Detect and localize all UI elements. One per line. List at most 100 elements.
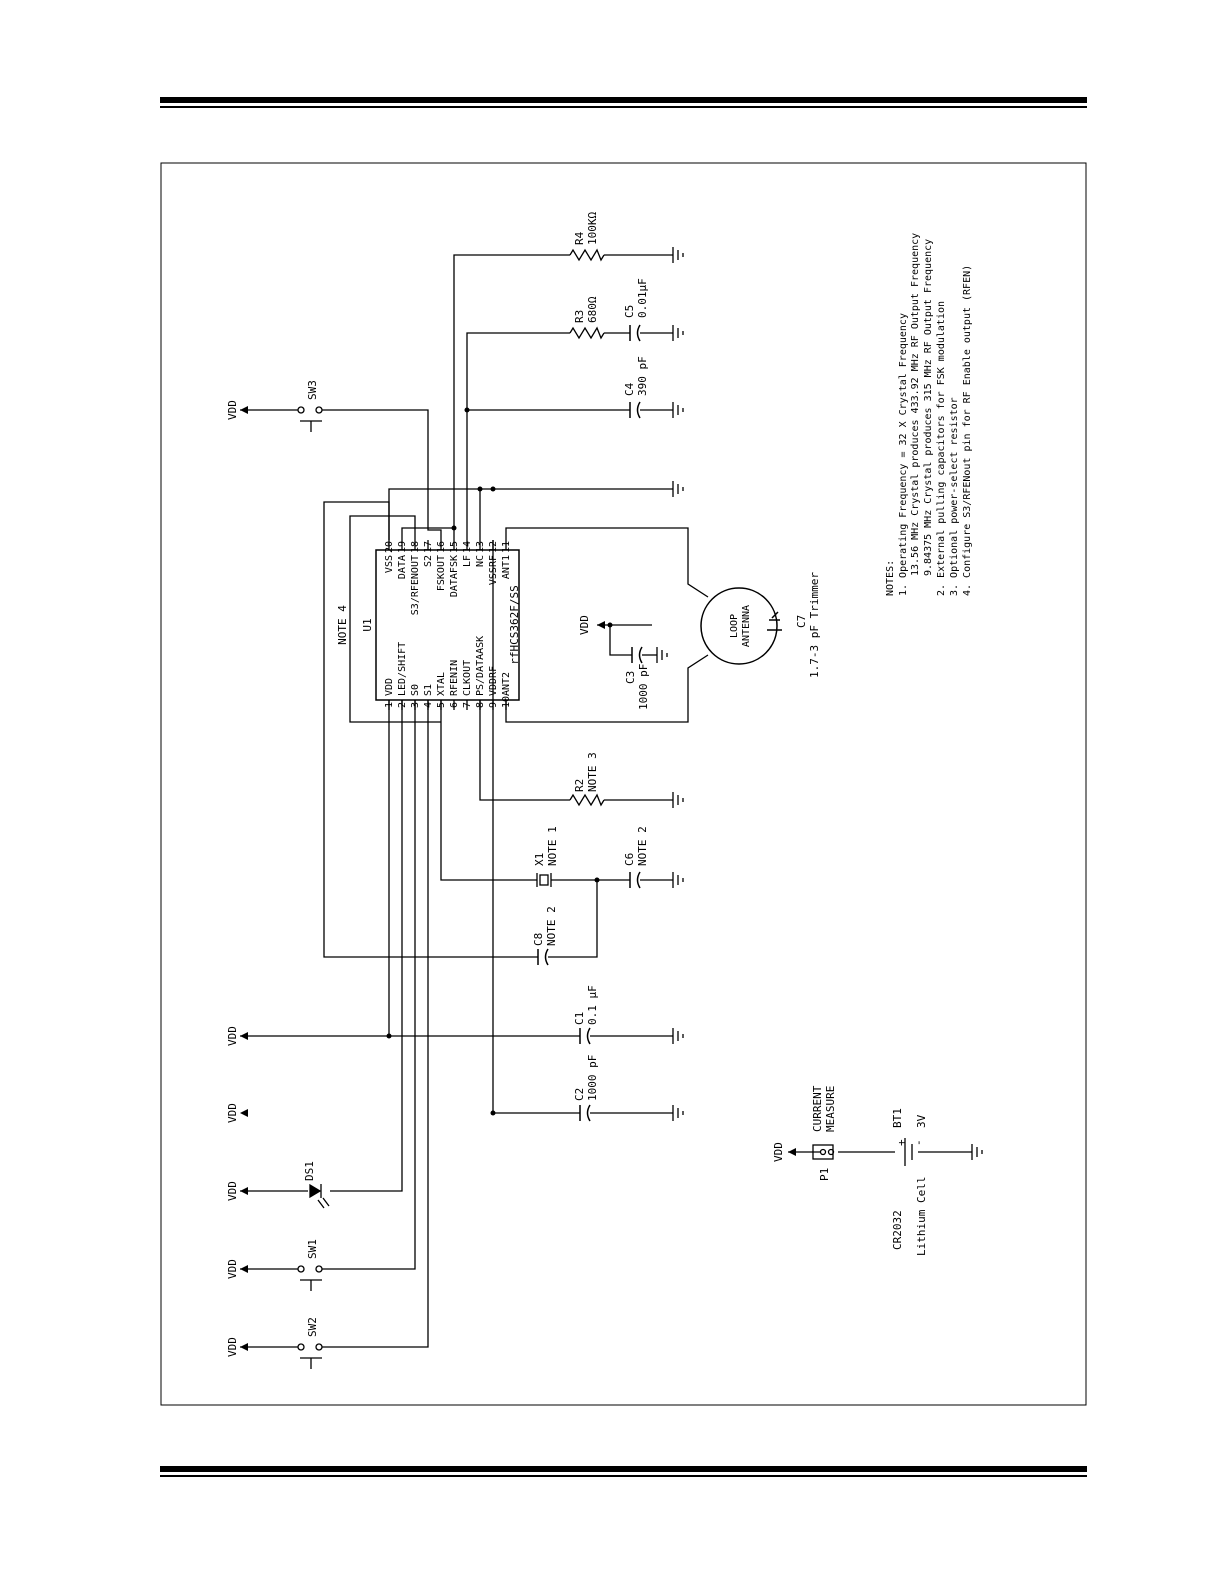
pin-num: 12 — [488, 541, 499, 553]
c4-ref: C4 — [623, 382, 636, 396]
crystal-x1 — [536, 873, 552, 887]
ic-u1-pin-stubs — [388, 540, 507, 710]
ic-u1-left-pins: 1 2 3 4 5 6 7 8 9 10 VDD LED/SHIFT S0 S1… — [384, 636, 512, 708]
vdd-label: VDD — [226, 400, 239, 420]
pin-num: 1 — [384, 702, 395, 708]
resistors — [569, 248, 605, 807]
wires — [240, 254, 972, 1348]
pin-name: ANT2 — [501, 672, 512, 696]
vdd-label: VDD — [226, 1259, 239, 1279]
vdd-label: VDD — [226, 1181, 239, 1201]
ic-part: rfHCS362F/SS — [508, 585, 521, 664]
ic-ref: U1 — [361, 618, 374, 631]
notes-line: 9.84375 MHz Crystal produces 315 MHz RF … — [923, 239, 934, 576]
pin-num: 14 — [462, 541, 473, 553]
c3-value: 1000 pF — [637, 664, 650, 710]
c1-ref: C1 — [573, 1012, 586, 1025]
notes-line: 2. External pulling capacitors for FSK m… — [936, 301, 947, 596]
notes-line: 1. Operating Frequency = 32 X Crystal Fr… — [898, 313, 909, 596]
pin-num: 16 — [436, 541, 447, 553]
c2-value: 1000 pF — [586, 1055, 599, 1101]
c3-ref: C3 — [624, 671, 637, 684]
pin-num: 3 — [410, 702, 421, 708]
pin-num: 11 — [501, 541, 512, 553]
bt1-minus: - — [912, 1139, 925, 1146]
p1-bt1 — [812, 1138, 913, 1166]
pin-num: 2 — [397, 702, 408, 708]
pin-name: VDDRF — [488, 666, 499, 696]
switch-symbols — [297, 406, 323, 1369]
r2-value: NOTE 3 — [586, 752, 599, 792]
pin-name: FSKOUT — [436, 555, 447, 591]
r3-ref: R3 — [573, 310, 586, 323]
note4-label: NOTE 4 — [336, 605, 349, 645]
notes-block: NOTES: 1. Operating Frequency = 32 X Cry… — [885, 233, 973, 596]
vdd-labels: VDD VDD VDD VDD VDD VDD VDD VDD — [226, 400, 785, 1357]
pin-num: 13 — [475, 541, 486, 553]
sw3-ref: SW3 — [306, 380, 319, 400]
c8-ref: C8 — [532, 933, 545, 946]
r2-ref: R2 — [573, 779, 586, 792]
pin-name: LED/SHIFT — [397, 642, 408, 696]
loop-antenna — [700, 587, 782, 665]
pin-num: 4 — [423, 702, 434, 708]
c1-value: 0.1 µF — [586, 985, 599, 1025]
c7-ref: C7 — [795, 615, 808, 628]
pin-name: S1 — [423, 684, 434, 696]
r4-ref: R4 — [573, 231, 586, 245]
component-labels: R4 100KΩ R3 680Ω C5 0.01µF C4 390 pF SW3… — [303, 212, 928, 1337]
x1-value: NOTE 1 — [546, 826, 559, 866]
vdd-label: VDD — [226, 1103, 239, 1123]
bottom-rule-thin — [160, 1475, 1087, 1477]
pin-num: 20 — [384, 541, 395, 553]
ic-u1-body — [375, 549, 520, 701]
bottom-rule-thick — [160, 1466, 1087, 1472]
bt1-desc: Lithium Cell — [915, 1177, 928, 1256]
pin-name: DATAFSK — [449, 555, 460, 597]
x1-ref: X1 — [533, 853, 546, 866]
pin-name: S2 — [423, 555, 434, 567]
pin-num: 5 — [436, 702, 447, 708]
pin-name: VDD — [384, 678, 395, 696]
ic-u1-right-pins: 20 19 18 17 16 15 14 13 12 11 VSS DATA S… — [384, 541, 512, 615]
c2-ref: C2 — [573, 1088, 586, 1101]
schematic-frame — [160, 162, 1087, 1406]
pin-num: 15 — [449, 541, 460, 553]
pin-name: PS/DATAASK — [475, 636, 486, 696]
c7-value: 1.7-3 pF Trimmer — [808, 572, 821, 678]
notes-line: 13.56 MHz Crystal produces 433.92 MHz RF… — [910, 233, 921, 576]
r4-value: 100KΩ — [586, 212, 599, 245]
pin-name: DATA — [397, 555, 408, 579]
pin-name: ANT1 — [501, 555, 512, 579]
c5-ref: C5 — [623, 305, 636, 318]
pin-name: LF — [462, 555, 473, 567]
pin-name: NC — [475, 555, 486, 567]
notes-line: 4. Configure S3/RFENout pin for RF Enabl… — [962, 265, 973, 596]
vdd-label: VDD — [772, 1142, 785, 1162]
loop-antenna-label: LOOP — [729, 614, 740, 638]
top-rule-thin — [160, 106, 1087, 108]
sw2-ref: SW2 — [306, 1317, 319, 1337]
sw1-ref: SW1 — [306, 1239, 319, 1259]
bt1-ref: BT1 — [891, 1108, 904, 1128]
c8-value: NOTE 2 — [545, 906, 558, 946]
vdd-arrows — [240, 406, 796, 1351]
p1-label: MEASURE — [824, 1086, 837, 1132]
bt1-type: CR2032 — [891, 1210, 904, 1250]
pin-name: S0 — [410, 684, 421, 696]
vdd-label: VDD — [226, 1337, 239, 1357]
vdd-label: VDD — [226, 1026, 239, 1046]
c6-value: NOTE 2 — [636, 826, 649, 866]
ds1-ref: DS1 — [303, 1161, 316, 1181]
pin-num: 10 — [501, 696, 512, 708]
pin-num: 7 — [462, 702, 473, 708]
pin-name: VSSRF — [488, 555, 499, 585]
pin-name: XTAL — [436, 672, 447, 696]
p1-label: CURRENT — [811, 1085, 824, 1132]
loop-antenna-label: ANTENNA — [741, 605, 752, 647]
pin-num: 18 — [410, 541, 421, 553]
pin-num: 8 — [475, 702, 486, 708]
vdd-label: VDD — [578, 615, 591, 635]
bt1-plus: + — [895, 1139, 908, 1146]
